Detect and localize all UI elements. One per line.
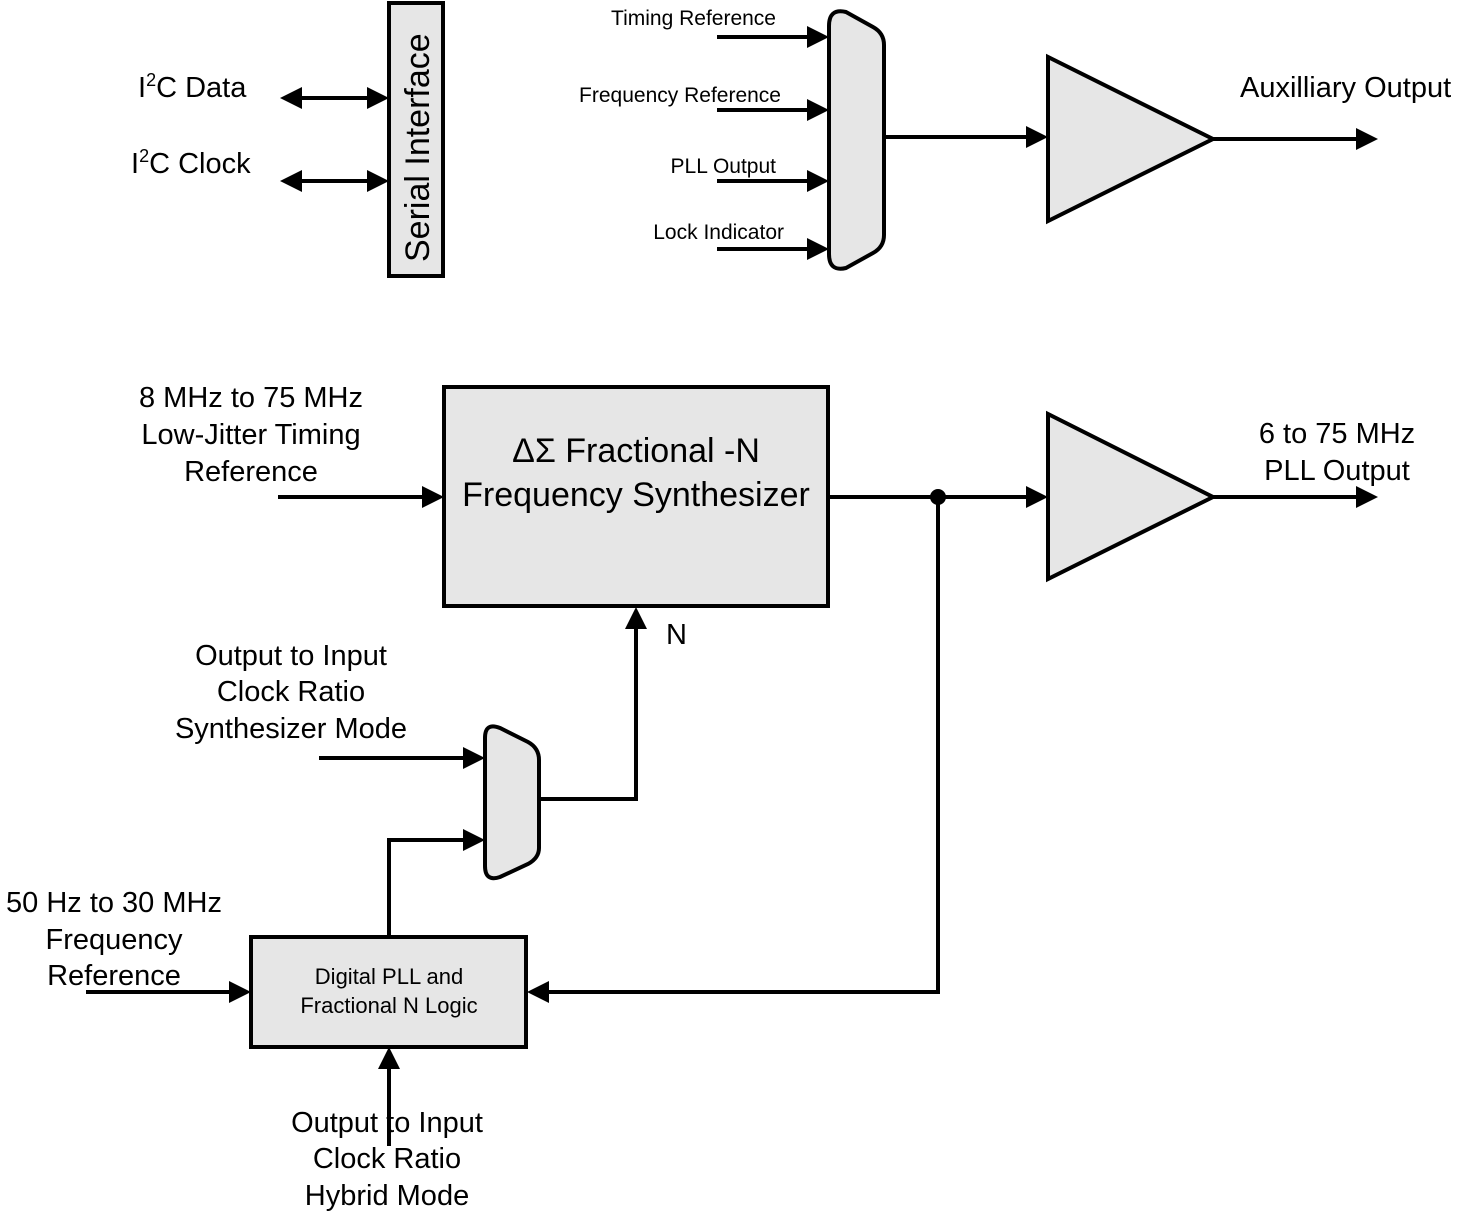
- freq-reference-arrow-icon: [229, 981, 251, 1003]
- aux-mux-input-arrow-pll-icon: [807, 170, 829, 192]
- aux-output-label: Auxilliary Output: [1240, 72, 1451, 104]
- aux-mux-input-label-frequency: Frequency Reference: [579, 84, 781, 107]
- synth-mode-arrow-icon: [463, 747, 485, 769]
- synthesizer-title-line2: Frequency Synthesizer: [462, 476, 810, 514]
- timing-reference-arrow-icon: [422, 486, 444, 508]
- hybrid-mode-label-line1: Output to Input: [291, 1107, 483, 1139]
- i2c-clock-port: I2C Clock: [131, 146, 389, 192]
- i2c-data-arrow-left-icon: [280, 87, 302, 109]
- synthesizer-block: ΔΣ Fractional -N Frequency Synthesizer 8…: [139, 382, 830, 651]
- synthesizer-n-label: N: [666, 619, 687, 651]
- n-mux: Output to Input Clock Ratio Synthesizer …: [175, 607, 647, 937]
- aux-mux-input-arrow-frequency-icon: [807, 99, 829, 121]
- digital-pll-box: [249, 935, 528, 1049]
- hybrid-mode-label-line2: Clock Ratio: [313, 1143, 461, 1175]
- feedback-wire: [546, 497, 940, 994]
- aux-buffer: Auxilliary Output: [1046, 53, 1451, 225]
- pll-buffer-triangle-icon: [1046, 410, 1218, 583]
- freq-reference-label-line1: 50 Hz to 30 MHz: [6, 887, 222, 919]
- pll-output-arrow-icon: [1356, 486, 1378, 508]
- digital-pll-to-mux-wire: [387, 838, 467, 937]
- aux-mux-input-label-lock: Lock Indicator: [653, 221, 784, 244]
- aux-buffer-triangle-icon: [1046, 53, 1218, 225]
- n-mux-shape: [483, 724, 541, 881]
- i2c-data-label: I2C Data: [138, 70, 247, 104]
- digital-pll-block: Digital PLL and Fractional N Logic 50 Hz…: [6, 887, 528, 1212]
- synth-mode-label-line2: Clock Ratio: [217, 676, 365, 708]
- i2c-clock-arrow-left-icon: [280, 170, 302, 192]
- aux-mux-input-arrow-lock-icon: [807, 238, 829, 260]
- serial-interface-block: Serial Interface: [387, 1, 445, 278]
- pll-buffer: 6 to 75 MHz PLL Output: [1046, 410, 1415, 583]
- aux-mux: Timing Reference Frequency Reference PLL…: [579, 7, 1048, 271]
- synth-mode-label-line3: Synthesizer Mode: [175, 713, 407, 745]
- pll-output-net: [527, 486, 1048, 1003]
- i2c-clock-label: I2C Clock: [131, 146, 251, 180]
- freq-reference-label-line3: Reference: [47, 960, 181, 992]
- aux-mux-input-label-pll: PLL Output: [671, 155, 777, 178]
- n-input-arrow-icon: [625, 607, 647, 629]
- pll-output-label-line1: 6 to 75 MHz: [1259, 418, 1415, 450]
- pll-buffer-input-arrow-icon: [1026, 486, 1048, 508]
- i2c-clock-arrow-right-icon: [367, 170, 389, 192]
- aux-mux-output-arrow-icon: [1026, 126, 1048, 148]
- feedback-arrow-icon: [527, 981, 549, 1003]
- aux-mux-shape: [827, 9, 886, 271]
- hybrid-mode-label-line3: Hybrid Mode: [305, 1180, 469, 1212]
- synth-mode-label-line1: Output to Input: [195, 640, 387, 672]
- i2c-data-port: I2C Data: [138, 70, 389, 109]
- synthesizer-title-line1: ΔΣ Fractional -N: [512, 432, 760, 470]
- synthesizer-box: [442, 385, 830, 608]
- aux-output-arrow-icon: [1356, 128, 1378, 150]
- n-mux-output-wire: [539, 626, 638, 801]
- freq-reference-label-line2: Frequency: [45, 924, 183, 956]
- pll-output-label-line2: PLL Output: [1264, 455, 1410, 487]
- aux-mux-input-arrow-timing-icon: [807, 26, 829, 48]
- timing-reference-label-line2: Low-Jitter Timing: [141, 419, 360, 451]
- timing-reference-label-line3: Reference: [184, 456, 318, 488]
- digital-pll-to-mux-arrow-icon: [463, 829, 485, 851]
- aux-mux-input-label-timing: Timing Reference: [611, 7, 776, 30]
- serial-interface-box: [387, 1, 445, 278]
- i2c-data-arrow-right-icon: [367, 87, 389, 109]
- serial-interface-label: Serial Interface: [399, 33, 437, 262]
- hybrid-mode-arrow-icon: [378, 1047, 400, 1069]
- timing-reference-label-line1: 8 MHz to 75 MHz: [139, 382, 363, 414]
- digital-pll-title-line2: Fractional N Logic: [300, 993, 477, 1018]
- digital-pll-title-line1: Digital PLL and: [315, 964, 463, 989]
